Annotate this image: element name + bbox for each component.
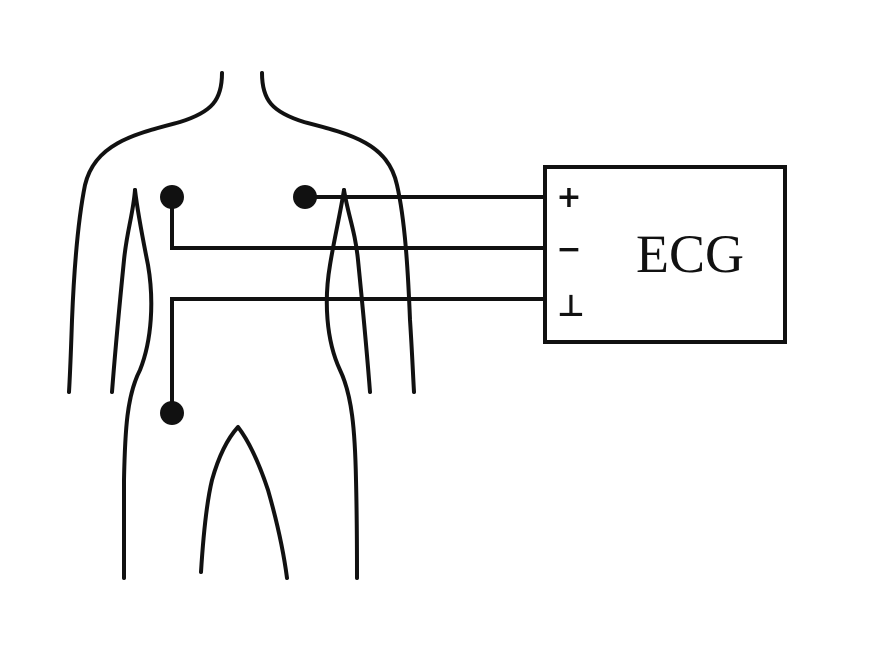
body-left-outer-contour [67,71,224,394]
lead-wires [170,195,545,413]
terminal-ground-label: ⊥ [557,289,584,324]
electrode-left-chest [160,185,184,209]
electrode-right-chest [293,185,317,209]
wire-negative [170,197,545,250]
body-outline [67,71,416,580]
body-right-inner-arm [342,188,372,394]
ecg-device-box [543,165,787,344]
wire-ground [170,297,545,413]
body-inner-legs [199,425,289,580]
terminal-positive-label: + [556,180,581,215]
electrodes [160,185,317,425]
body-left-torso-side [121,188,154,580]
ecg-device-label: ECG [636,224,744,284]
ecg-device: ECG + − ⊥ [543,165,787,344]
terminal-negative-label: − [556,232,581,267]
body-right-outer-contour [260,71,416,394]
electrode-lower-abdomen [160,401,184,425]
body-left-inner-arm [110,188,137,394]
